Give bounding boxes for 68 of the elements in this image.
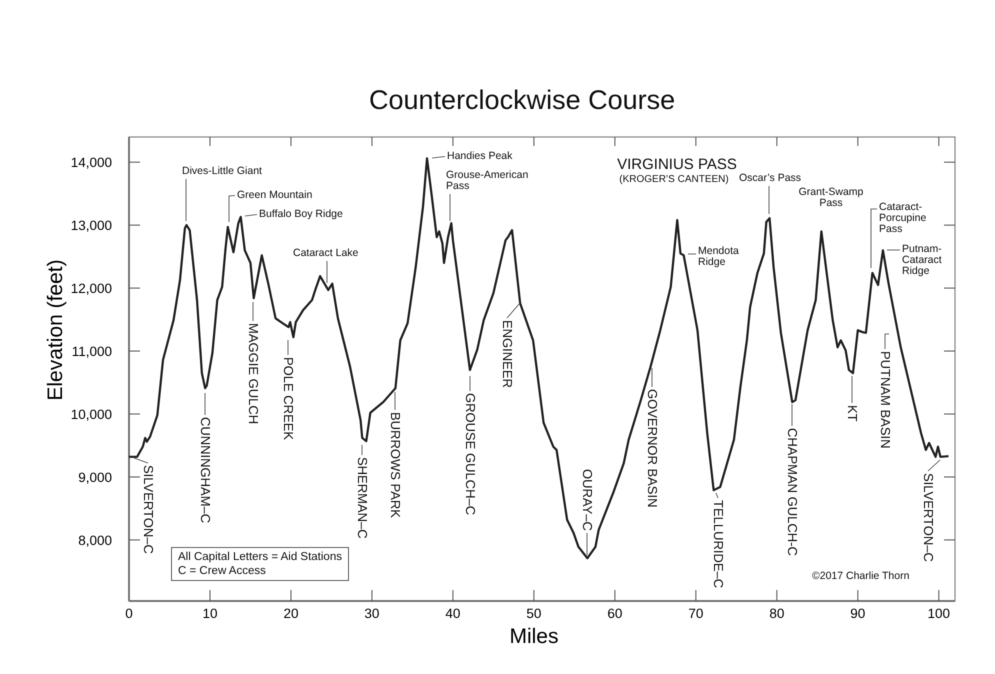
leader-line: [928, 460, 940, 472]
landmark-label: Handies Peak: [447, 151, 512, 162]
aid-station-label: SILVERTON–C: [140, 465, 156, 554]
axis-tick-label: 30: [364, 606, 380, 621]
landmark-label: Grouse-American Pass: [446, 170, 541, 192]
landmark-note: (KROGER’S CANTEEN): [619, 175, 729, 186]
axis-tick-label: 10,000: [70, 407, 112, 422]
legend-text: C = Crew Access: [178, 564, 267, 578]
leader-line: [884, 334, 890, 350]
axis-tick-label: 11,000: [72, 344, 112, 360]
axis-tick-label: 8,000: [78, 532, 112, 548]
leader-line: [870, 208, 878, 268]
aid-station-label: CUNNINGHAM–C: [197, 417, 213, 524]
axis-tick-label: 9,000: [78, 470, 112, 485]
axis-tick-label: 50: [526, 606, 542, 621]
axis-tick-label: 70: [688, 606, 704, 621]
leader-line: [228, 195, 236, 222]
axis-tick-label: 40: [445, 606, 460, 621]
axis-tick-label: 14,000: [70, 155, 112, 170]
axis-tick-label: 10: [202, 606, 218, 621]
legend-text: All Capital Letters = Aid Stations: [178, 550, 342, 564]
leader-line: [326, 260, 328, 284]
aid-station-label: ENGINEER: [499, 320, 515, 388]
landmark-label: Grant-Swamp Pass: [798, 187, 864, 210]
landmark-label: Cataract-Porcupine Pass: [879, 202, 935, 235]
aid-station-label: PUTNAM BASIN: [877, 351, 893, 449]
landmark-label: Buffalo Boy Ridge: [259, 209, 343, 220]
axis-tick-label: 60: [607, 606, 622, 621]
chart-title: Counterclockwise Course: [369, 85, 676, 116]
aid-station-label: CHAPMAN GULCH-C: [784, 428, 800, 556]
leader-line: [244, 214, 258, 216]
leader-line: [204, 392, 206, 416]
leader-line: [768, 186, 770, 214]
leader-line: [252, 302, 254, 322]
axis-tick-label: 0: [125, 606, 133, 621]
aid-station-label: SILVERTON–C: [920, 473, 936, 562]
aid-station-label: KT: [844, 405, 860, 422]
axis-title: Elevation (feet): [44, 259, 67, 401]
aid-station-label: POLE CREEK: [280, 357, 296, 440]
leader-line: [716, 492, 718, 498]
copyright-note: ©2017 Charlie Thorn: [812, 571, 910, 582]
landmark-label: Green Mountain: [237, 190, 312, 201]
landmark-label: Oscar’s Pass: [739, 173, 802, 184]
landmark-label: Mendota Ridge: [698, 246, 748, 268]
aid-station-label: MAGGIE GULCH: [245, 323, 261, 424]
landmark-label: VIRGINIUS PASS: [617, 157, 737, 173]
legend-box: [171, 547, 349, 581]
axis-tick-label: 12,000: [70, 281, 112, 296]
leader-line: [586, 532, 588, 556]
aid-station-label: GROUSE GULCH–C: [462, 393, 478, 516]
leader-line: [432, 156, 446, 158]
axis-tick-label: 13,000: [70, 218, 112, 234]
landmark-label: Dives-Little Giant: [182, 166, 262, 177]
axis-tick-label: 100: [928, 606, 950, 621]
aid-station-label: GOVERNOR BASIN: [644, 389, 660, 508]
axis-tick-label: 90: [850, 606, 866, 621]
leader-line: [134, 458, 148, 464]
leader-line: [506, 302, 520, 318]
landmark-label: Cataract Lake: [293, 248, 358, 259]
axis-tick-label: 20: [283, 606, 298, 621]
axis-tick-label: 80: [769, 606, 784, 621]
leader-line: [394, 392, 396, 410]
aid-station-label: SHERMAN–C: [354, 457, 370, 539]
axis-title: Miles: [510, 625, 558, 648]
aid-station-label: TELLURIDE–C: [710, 500, 726, 588]
aid-station-label: BURROWS PARK: [387, 412, 403, 518]
landmark-label: Putnam-Cataract Ridge: [902, 244, 954, 277]
aid-station-label: OURAY–C: [579, 469, 595, 531]
